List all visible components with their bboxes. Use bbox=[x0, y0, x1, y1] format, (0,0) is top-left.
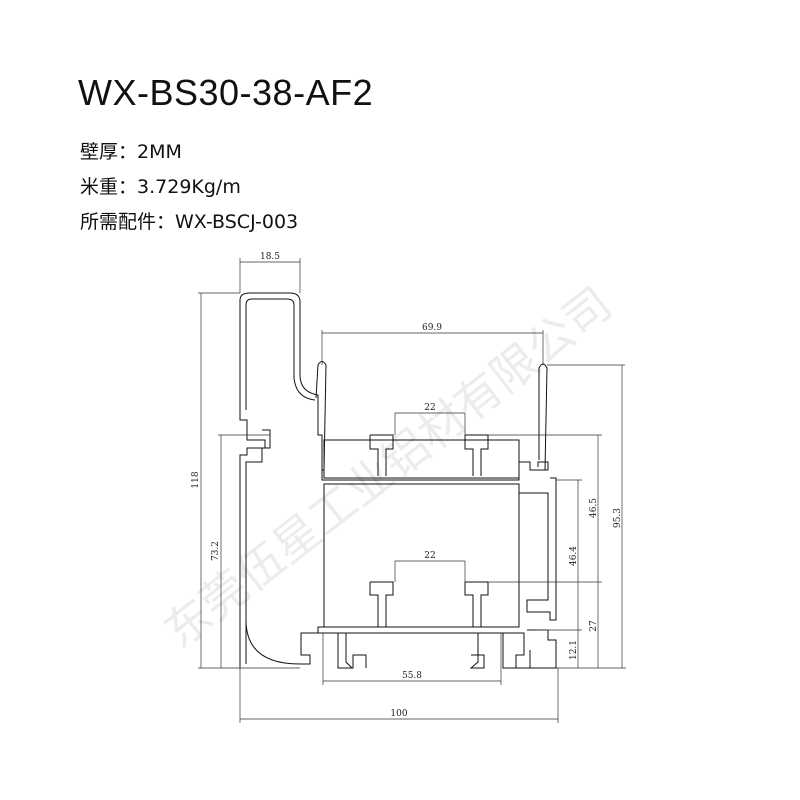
dim-right-lower: 27 bbox=[589, 620, 599, 632]
wall-thickness: 壁厚：2MM bbox=[80, 137, 182, 164]
dimension-lines bbox=[198, 258, 626, 723]
dim-total-height: 118 bbox=[191, 471, 201, 488]
dim-right-mid: 46.4 bbox=[569, 546, 579, 566]
profile-outline bbox=[239, 292, 557, 669]
spec-value: 2MM bbox=[137, 141, 182, 163]
dim-right-bottom: 12.1 bbox=[569, 640, 579, 660]
profile-title: WX-BS30-38-AF2 bbox=[78, 72, 374, 113]
required-accessory: 所需配件：WX-BSCJ-003 bbox=[80, 207, 298, 234]
watermark: 东莞伍星工业铝材有限公司 bbox=[154, 276, 622, 658]
dim-left-height: 73.2 bbox=[211, 541, 221, 561]
dim-bottom-slots: 55.8 bbox=[402, 671, 422, 681]
dim-opening-width: 69.9 bbox=[422, 323, 442, 333]
spec-value: WX-BSCJ-003 bbox=[175, 211, 299, 233]
weight-per-meter: 米重：3.729Kg/m bbox=[80, 172, 241, 199]
dim-total-width: 100 bbox=[390, 709, 407, 719]
dim-right-upper: 46.5 bbox=[589, 498, 599, 518]
dim-right-total: 95.3 bbox=[613, 508, 623, 528]
dim-slot-bottom: 22 bbox=[424, 551, 435, 561]
spec-value: 3.729Kg/m bbox=[137, 176, 241, 198]
dim-top-width: 18.5 bbox=[260, 252, 280, 262]
spec-label: 壁厚： bbox=[80, 141, 138, 163]
spec-label: 米重： bbox=[80, 176, 138, 198]
spec-label: 所需配件： bbox=[80, 211, 176, 233]
dim-slot-top: 22 bbox=[424, 403, 435, 413]
